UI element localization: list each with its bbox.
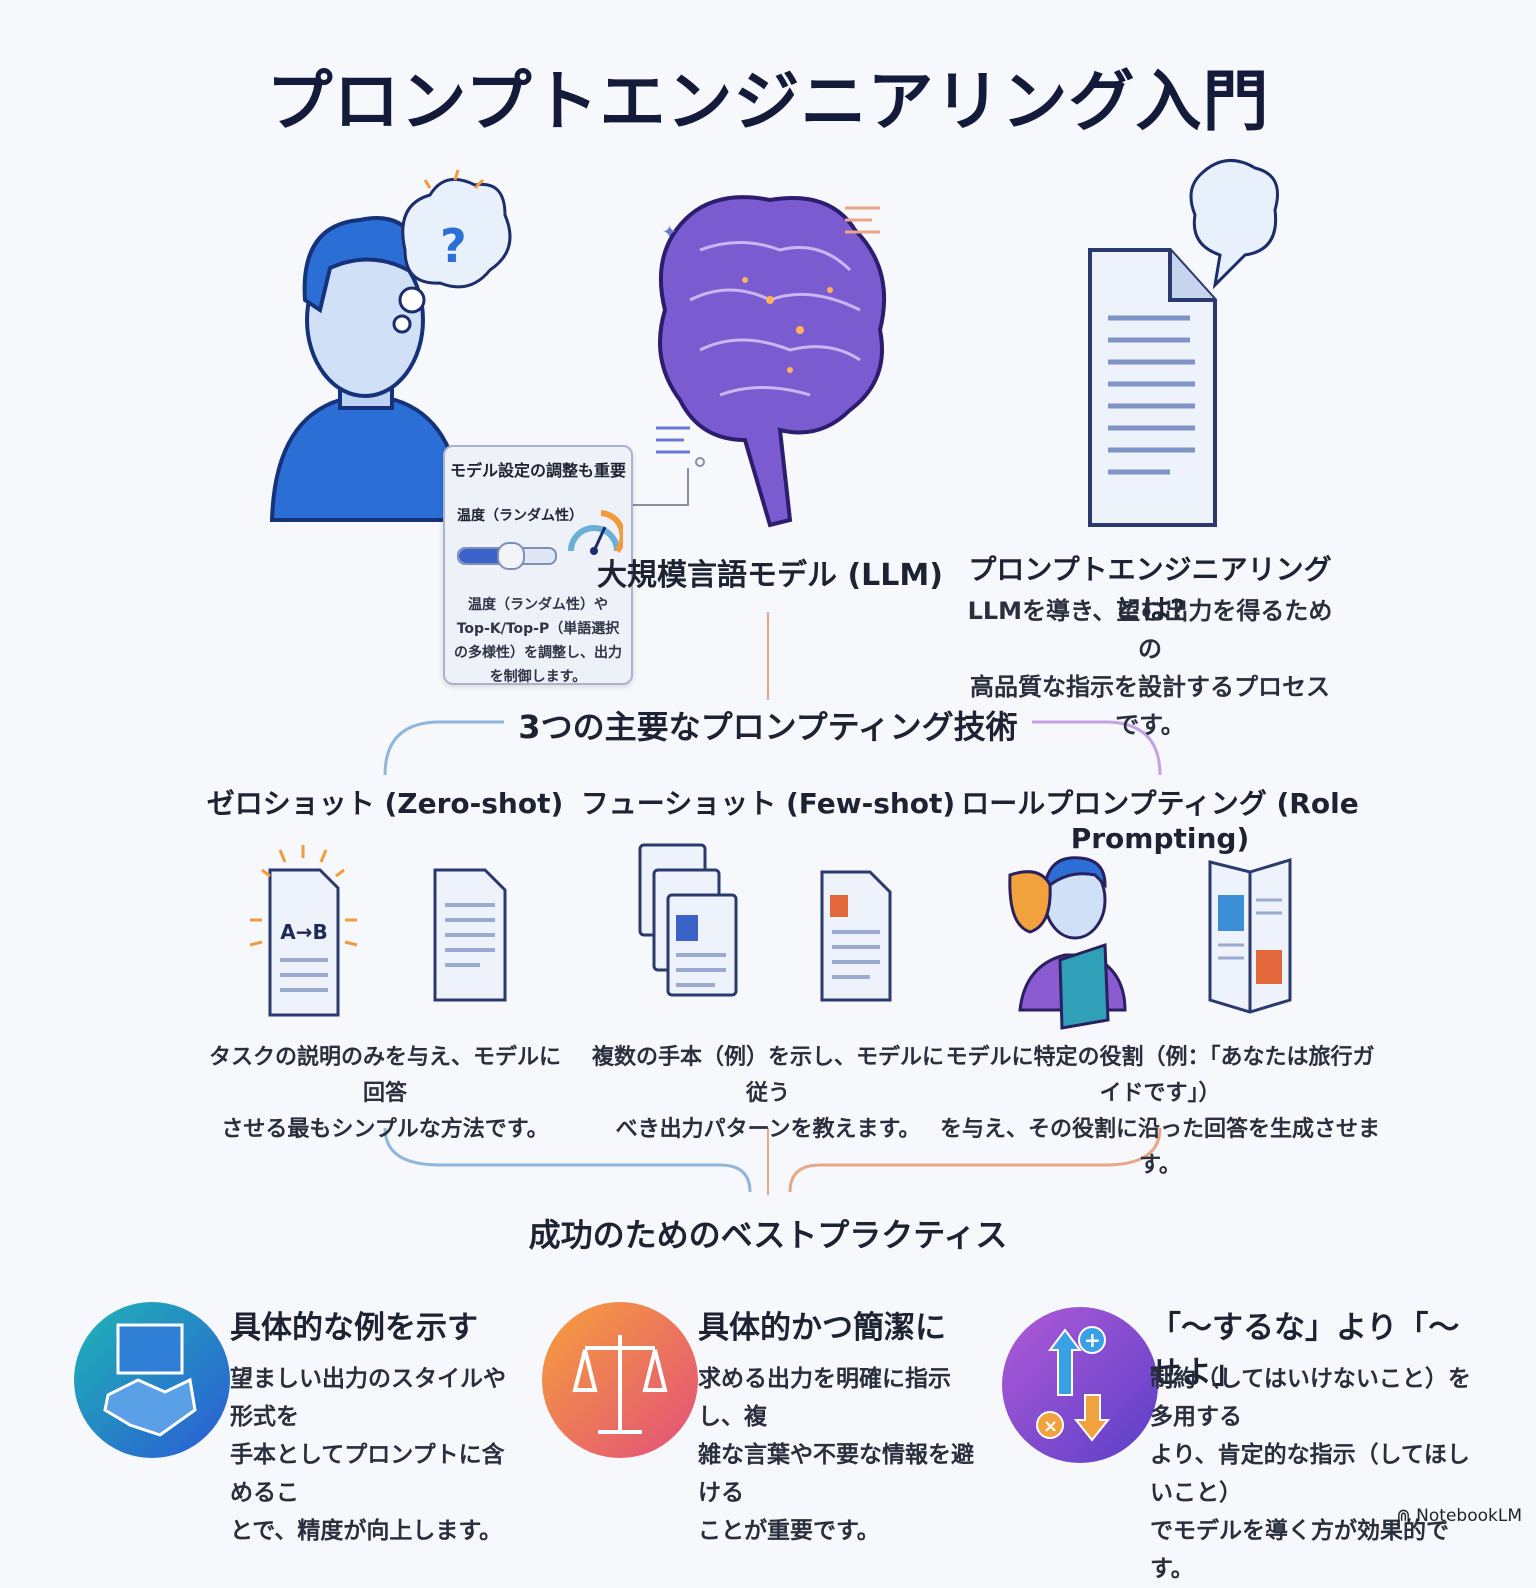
definition-line-1: LLMを導き、望む出力を得るための (967, 597, 1333, 663)
desc-line: させる最もシンプルな方法です。 (221, 1117, 549, 1142)
settings-description: 温度（ランダム性）やTop-K/Top-P（単語選択の多様性）を調整し、出力を制… (454, 597, 622, 685)
best-practice-desc-examples: 望ましい出力のスタイルや形式を 手本としてプロンプトに含めるこ とで、精度が向上… (230, 1360, 520, 1550)
technique-desc-few-shot: 複数の手本（例）を示し、モデルに従う べき出力パターンを教えます。 (588, 1040, 948, 1148)
bracket-top-right (955, 720, 1162, 776)
definition-title: プロンプトエンジニアリングとは? (968, 553, 1332, 626)
output-document-icon (433, 868, 507, 1002)
best-practice-desc-concise: 求める出力を明確に指示し、複 雑な言葉や不要な情報を避ける ことが重要です。 (698, 1360, 978, 1550)
best-practice-title-concise: 具体的かつ簡潔に (698, 1310, 946, 1346)
brain-icon (658, 195, 887, 528)
best-practices-heading: 成功のためのベストプラクティス (514, 1216, 1022, 1254)
few-shot-documents-icon (638, 843, 738, 997)
desc-line: 望ましい出力のスタイルや形式を (230, 1366, 506, 1430)
technique-title-role-prompting: ロールプロンプティング (Role Prompting) (961, 787, 1359, 855)
notebooklm-watermark: ⋒ NotebookLM (1397, 1506, 1522, 1526)
node-dot (695, 457, 705, 467)
zero-shot-icon-text: A→B (280, 920, 328, 944)
bracket-top-left (383, 720, 580, 776)
brand-label: NotebookLM (1416, 1506, 1522, 1526)
speech-bubble-icon (1189, 158, 1279, 290)
handshake-example-icon (74, 1302, 230, 1458)
svg-text:+: + (1084, 1328, 1101, 1352)
svg-text:×: × (1043, 1416, 1058, 1437)
plus-minus-arrows-icon: + × (1002, 1307, 1158, 1463)
desc-line: を与え、その役割に沿った回答を生成させます。 (939, 1117, 1380, 1178)
settings-title: モデル設定の調整も重要 (449, 461, 626, 480)
temperature-label: 温度（ランダム性） (457, 508, 583, 524)
desc-line: モデルに特定の役割（例：「あなたは旅行ガイドです」） (945, 1045, 1375, 1106)
technique-desc-role-prompting: モデルに特定の役割（例：「あなたは旅行ガイドです」） を与え、その役割に沿った回… (935, 1040, 1385, 1184)
data-stream-icon (845, 206, 880, 234)
desc-line: ことが重要です。 (698, 1518, 880, 1544)
travel-guide-book-icon (1208, 857, 1292, 1014)
actor-with-mask-icon (1008, 856, 1127, 1030)
desc-line: 雑な言葉や不要な情報を避ける (698, 1442, 974, 1506)
techniques-heading-wrap: 3つの主要なプロンプティング技術 (0, 702, 1536, 748)
zero-shot-document-icon (249, 845, 358, 1017)
desc-line: 求める出力を明確に指示し、複 (698, 1366, 951, 1430)
question-mark-icon: ? (440, 219, 467, 273)
technique-title-few-shot: フューショット (Few-shot) (580, 787, 956, 820)
best-practice-title-positive: 「～するな」より「～せよ」 (1150, 1310, 1460, 1391)
llm-label: 大規模言語モデル (LLM) (597, 558, 943, 593)
techniques-heading: 3つの主要なプロンプティング技術 (504, 708, 1032, 746)
technique-title-zero-shot: ゼロショット (Zero-shot) (206, 787, 564, 820)
sparkle-icon: ✦ (662, 222, 677, 243)
definition-body: LLMを導き、望む出力を得るための 高品質な指示を設計するプロセスです。 (960, 592, 1340, 744)
best-practice-title-examples: 具体的な例を示す (230, 1310, 478, 1346)
model-settings-panel: モデル設定の調整も重要 温度（ランダム性） 温度（ランダム性）やTop-K/To… (443, 445, 633, 685)
thought-bubble-icon: ? (392, 169, 512, 334)
desc-line: タスクの説明のみを与え、モデルに回答 (208, 1045, 561, 1106)
desc-line: 複数の手本（例）を示し、モデルに従う (591, 1045, 944, 1106)
desc-line: とで、精度が向上します。 (230, 1518, 503, 1544)
slider-handle[interactable] (497, 542, 525, 570)
desc-line: より、肯定的な指示（してほしいこと） (1150, 1442, 1470, 1506)
best-practices-heading-wrap: 成功のためのベストプラクティス (0, 1210, 1536, 1256)
page-title: プロンプトエンジニアリング入門 (266, 63, 1270, 140)
scales-icon (542, 1302, 698, 1458)
few-shot-output-icon (820, 870, 892, 1002)
diagram-canvas: ? ✦ (74, 158, 1292, 1463)
notebooklm-logo-icon: ⋒ (1396, 1506, 1417, 1526)
gauge-icon (568, 510, 623, 555)
temperature-slider[interactable] (457, 542, 557, 570)
desc-line: 手本としてプロンプトに含めるこ (230, 1442, 505, 1506)
slider-fill (459, 549, 505, 563)
desc-line: べき出力パターンを教えます。 (615, 1117, 921, 1142)
technique-desc-zero-shot: タスクの説明のみを与え、モデルに回答 させる最もシンプルな方法です。 (205, 1040, 565, 1148)
data-stream-icon-2 (656, 426, 690, 454)
document-icon (1088, 248, 1217, 527)
settings-connector (630, 468, 689, 506)
bracket-bottom-right (788, 1127, 1162, 1193)
desc-line: 制約（してはいけないこと）を多用する (1150, 1366, 1471, 1430)
definition-line-2: 高品質な指示を設計するプロセスです。 (970, 673, 1330, 739)
bracket-bottom-left (383, 1127, 752, 1193)
best-practice-desc-positive: 制約（してはいけないこと）を多用する より、肯定的な指示（してほしいこと） でモ… (1150, 1360, 1490, 1588)
